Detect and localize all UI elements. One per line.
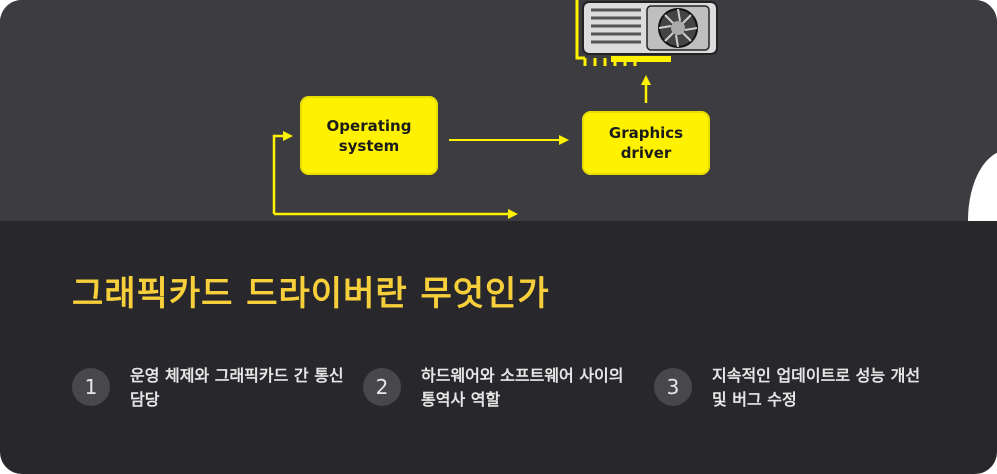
feature-number-badge: 1 (72, 368, 110, 406)
feature-text: 지속적인 업데이트로 성능 개선 및 버그 수정 (712, 366, 921, 409)
node-operating-system: Operating system (300, 96, 438, 175)
edge-loop-in (272, 131, 293, 214)
diagram-area: Operating system Graphics driver (0, 0, 997, 221)
feature-item: 1 운영 체제와 그래픽카드 간 통신 담당 (72, 364, 345, 412)
arrow-layer (272, 75, 651, 219)
feature-text: 하드웨어와 소프트웨어 사이의 통역사 역할 (421, 366, 624, 409)
feature-number-badge: 3 (654, 368, 692, 406)
graphics-card-icon (575, 0, 718, 66)
feature-number-badge: 2 (363, 368, 401, 406)
node-graphics-driver: Graphics driver (582, 111, 710, 175)
page-title: 그래픽카드 드라이버란 무엇인가 (72, 274, 550, 314)
feature-item: 2 하드웨어와 소프트웨어 사이의 통역사 역할 (363, 364, 636, 412)
feature-text: 운영 체제와 그래픽카드 간 통신 담당 (130, 366, 344, 409)
feature-item: 3 지속적인 업데이트로 성능 개선 및 버그 수정 (654, 364, 927, 412)
